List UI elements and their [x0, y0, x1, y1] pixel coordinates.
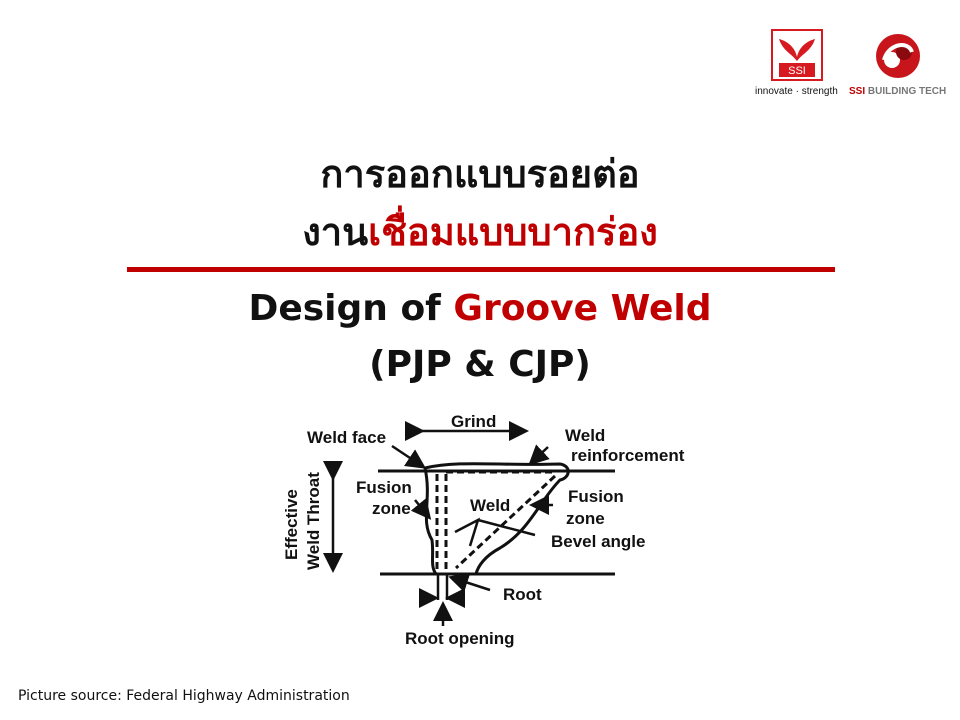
fusion-left-arrow [410, 498, 432, 520]
ssi-building-tech-text: SSI BUILDING TECH [849, 86, 946, 97]
thai-title-red: เชื่อมแบบบากร่อง [368, 210, 658, 254]
label-fusion-right-2: zone [566, 509, 605, 528]
thai-title-line1: การออกแบบรอยต่อ [320, 152, 640, 196]
reinforcement-arrow [528, 444, 550, 466]
leaf-icon: SSI [779, 39, 815, 77]
english-title-black: Design of [248, 288, 454, 329]
label-fusion-right-1: Fusion [568, 487, 624, 506]
ring-logo-icon [876, 34, 920, 78]
picture-source: Picture source: Federal Highway Administ… [18, 688, 350, 704]
label-weld-throat: Weld Throat [304, 472, 323, 570]
label-fusion-left-1: Fusion [356, 478, 412, 497]
label-fusion-left-2: zone [372, 499, 411, 518]
title-divider [127, 267, 835, 272]
label-bevel-angle: Bevel angle [551, 532, 646, 551]
svg-text:SSI: SSI [788, 65, 806, 77]
label-weld-reinforcement-2: reinforcement [571, 446, 685, 465]
label-weld-reinforcement-1: Weld [565, 426, 605, 445]
ssi-building-tech-logo [866, 30, 930, 86]
label-root: Root [503, 585, 542, 604]
weld-outline [423, 462, 570, 575]
ssi-tagline: innovate · strength [755, 86, 838, 97]
thai-title-black: งาน [302, 210, 369, 254]
label-weld: Weld [470, 496, 510, 515]
english-title-line2: (PJP & CJP) [369, 344, 591, 385]
label-grind: Grind [451, 412, 496, 431]
thai-title-line2: งานเชื่อมแบบบากร่อง [0, 210, 960, 254]
building-tech-suffix: BUILDING TECH [865, 86, 947, 97]
label-root-opening: Root opening [405, 629, 515, 648]
fusion-boundary-dashed [435, 470, 557, 572]
ssi-prefix: SSI [849, 86, 866, 97]
root-arrow [448, 573, 491, 593]
label-effective: Effective [282, 489, 301, 560]
weld-face-arrow [391, 444, 427, 469]
bevel-angle-arrows [454, 517, 481, 547]
english-title-red: Groove Weld [453, 288, 712, 329]
english-title-line1: Design of Groove Weld [0, 288, 960, 329]
label-weld-face: Weld face [307, 428, 386, 447]
ssi-logo: SSI [771, 29, 823, 81]
